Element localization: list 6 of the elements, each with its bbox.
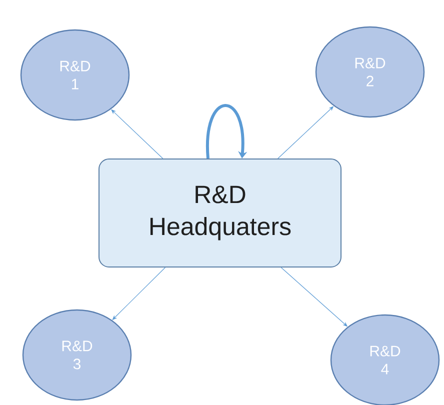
circle-node: R&D 1 <box>20 29 130 121</box>
arrow <box>206 104 248 159</box>
circle-node: R&D 3 <box>22 309 132 401</box>
circle-node: R&D 2 <box>315 26 425 118</box>
circle-node: R&D 4 <box>330 314 440 405</box>
process-box: R&D Headquaters <box>98 158 342 268</box>
